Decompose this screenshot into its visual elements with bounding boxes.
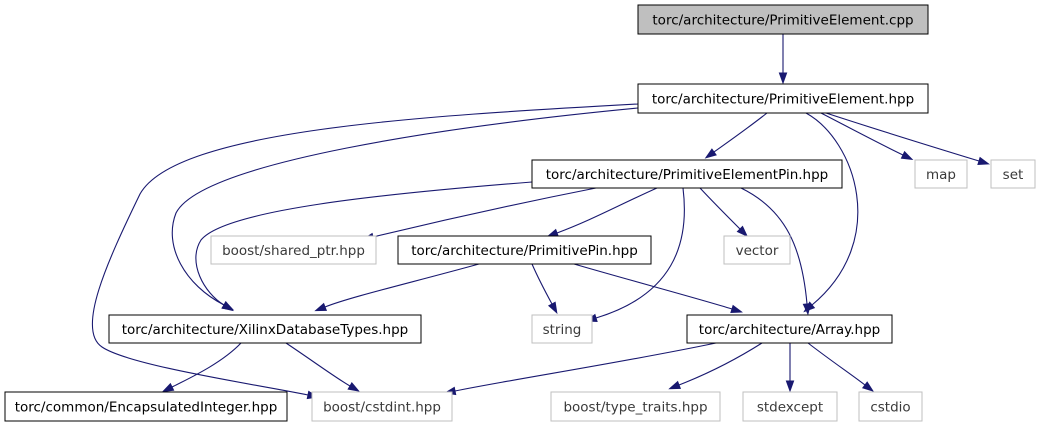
node-n13: boost/type_traits.hpp xyxy=(550,391,721,422)
edge-arrowhead-n8-to-n11 xyxy=(161,382,175,393)
node-label-n11: torc/common/EncapsulatedInteger.hpp xyxy=(15,400,278,416)
edge-n8-to-n11 xyxy=(171,342,242,388)
node-label-n4: set xyxy=(1003,167,1024,183)
edge-arrowhead-n10-to-n15 xyxy=(861,381,875,392)
node-label-n15: cstdio xyxy=(870,400,910,416)
node-n11[interactable]: torc/common/EncapsulatedInteger.hpp xyxy=(4,391,288,422)
node-n3: map xyxy=(914,159,968,189)
node-box-n9 xyxy=(531,314,593,344)
edge-n10-to-n12 xyxy=(454,342,717,392)
node-box-n13 xyxy=(550,391,721,422)
edge-n8-to-n12 xyxy=(285,342,351,387)
edge-arrowhead-n10-to-n14 xyxy=(785,380,795,393)
node-label-n12: boost/cstdint.hpp xyxy=(323,400,441,416)
edge-arrowhead-n2-to-n10 xyxy=(802,303,812,316)
node-label-n1: torc/architecture/PrimitiveElement.hpp xyxy=(652,92,914,108)
node-box-n15 xyxy=(858,391,923,422)
node-label-n9: string xyxy=(543,322,582,338)
edge-n6-to-n8 xyxy=(324,263,480,308)
edge-arrowhead-n1-to-n3 xyxy=(900,150,914,160)
edge-n6-to-n9 xyxy=(531,263,553,305)
edge-n2-to-n5 xyxy=(372,187,597,238)
node-box-n8 xyxy=(108,314,422,344)
node-n8[interactable]: torc/architecture/XilinxDatabaseTypes.hp… xyxy=(108,314,422,344)
node-box-n14 xyxy=(742,391,838,422)
node-label-n2: torc/architecture/PrimitiveElementPin.hp… xyxy=(546,167,829,183)
node-n10[interactable]: torc/architecture/Array.hpp xyxy=(686,314,893,344)
edge-arrowhead-n6-to-n10 xyxy=(730,304,743,313)
node-n2[interactable]: torc/architecture/PrimitiveElementPin.hp… xyxy=(531,159,843,189)
edge-arrowhead-n6-to-n8 xyxy=(314,302,328,312)
node-label-n7: vector xyxy=(736,243,779,259)
node-n5: boost/shared_ptr.hpp xyxy=(210,235,377,265)
edge-arrowhead-n1-to-n4 xyxy=(977,156,990,165)
node-label-n13: boost/type_traits.hpp xyxy=(563,400,707,416)
edge-arrowhead-n2-to-n6 xyxy=(546,228,559,238)
node-label-n6: torc/architecture/PrimitivePin.hpp xyxy=(411,243,638,259)
edge-n10-to-n15 xyxy=(807,342,866,386)
node-box-n7 xyxy=(723,235,791,265)
edge-n2-to-n6 xyxy=(556,187,658,234)
node-box-n5 xyxy=(210,235,377,265)
node-box-n6 xyxy=(397,235,652,265)
edge-arrowhead-n10-to-n13 xyxy=(668,380,682,390)
node-label-n0: torc/architecture/PrimitiveElement.cpp xyxy=(652,13,913,29)
node-label-n5: boost/shared_ptr.hpp xyxy=(222,243,365,259)
node-n15: cstdio xyxy=(858,391,923,422)
node-box-n11 xyxy=(4,391,288,422)
node-label-n3: map xyxy=(926,167,956,183)
node-box-n2 xyxy=(531,159,843,189)
node-n14: stdexcept xyxy=(742,391,838,422)
node-n1[interactable]: torc/architecture/PrimitiveElement.hpp xyxy=(637,83,929,114)
edge-n1-to-n4 xyxy=(825,112,980,162)
node-label-n8: torc/architecture/XilinxDatabaseTypes.hp… xyxy=(122,322,409,338)
edge-arrowhead-n0-to-n1 xyxy=(778,72,788,85)
node-box-n12 xyxy=(311,391,453,422)
node-box-n0 xyxy=(637,4,929,35)
node-label-n14: stdexcept xyxy=(757,400,823,416)
node-box-n1 xyxy=(637,83,929,114)
edge-n6-to-n10 xyxy=(573,263,733,310)
edge-arrowhead-n2-to-n8 xyxy=(221,301,234,312)
edge-n2-to-n10 xyxy=(740,187,808,305)
edge-arrowhead-n8-to-n12 xyxy=(347,382,360,392)
node-layer: torc/architecture/PrimitiveElement.cpp to… xyxy=(4,4,1036,422)
edge-n1-to-n3 xyxy=(820,112,904,156)
edge-n1-to-n10 xyxy=(805,112,859,306)
edge-n1-to-n8 xyxy=(171,107,639,306)
node-label-n10: torc/architecture/Array.hpp xyxy=(699,322,880,338)
edge-n1-to-n12 xyxy=(91,103,639,396)
edge-n1-to-n2 xyxy=(713,112,768,153)
edge-layer xyxy=(91,34,990,400)
edge-arrowhead-n6-to-n9 xyxy=(547,301,558,315)
edge-arrowhead-n2-to-n7 xyxy=(736,225,749,238)
node-box-n10 xyxy=(686,314,893,344)
node-n0: torc/architecture/PrimitiveElement.cpp xyxy=(637,4,929,35)
edge-n2-to-n7 xyxy=(699,187,741,230)
edge-arrowhead-n1-to-n2 xyxy=(704,148,717,159)
node-n12: boost/cstdint.hpp xyxy=(311,391,453,422)
edge-n2-to-n9 xyxy=(595,187,685,319)
node-n4: set xyxy=(990,159,1036,189)
node-n7: vector xyxy=(723,235,791,265)
node-n6[interactable]: torc/architecture/PrimitivePin.hpp xyxy=(397,235,652,265)
node-box-n3 xyxy=(914,159,968,189)
edge-n2-to-n8 xyxy=(195,181,533,306)
edge-n10-to-n13 xyxy=(678,342,763,386)
node-n9: string xyxy=(531,314,593,344)
node-box-n4 xyxy=(990,159,1036,189)
